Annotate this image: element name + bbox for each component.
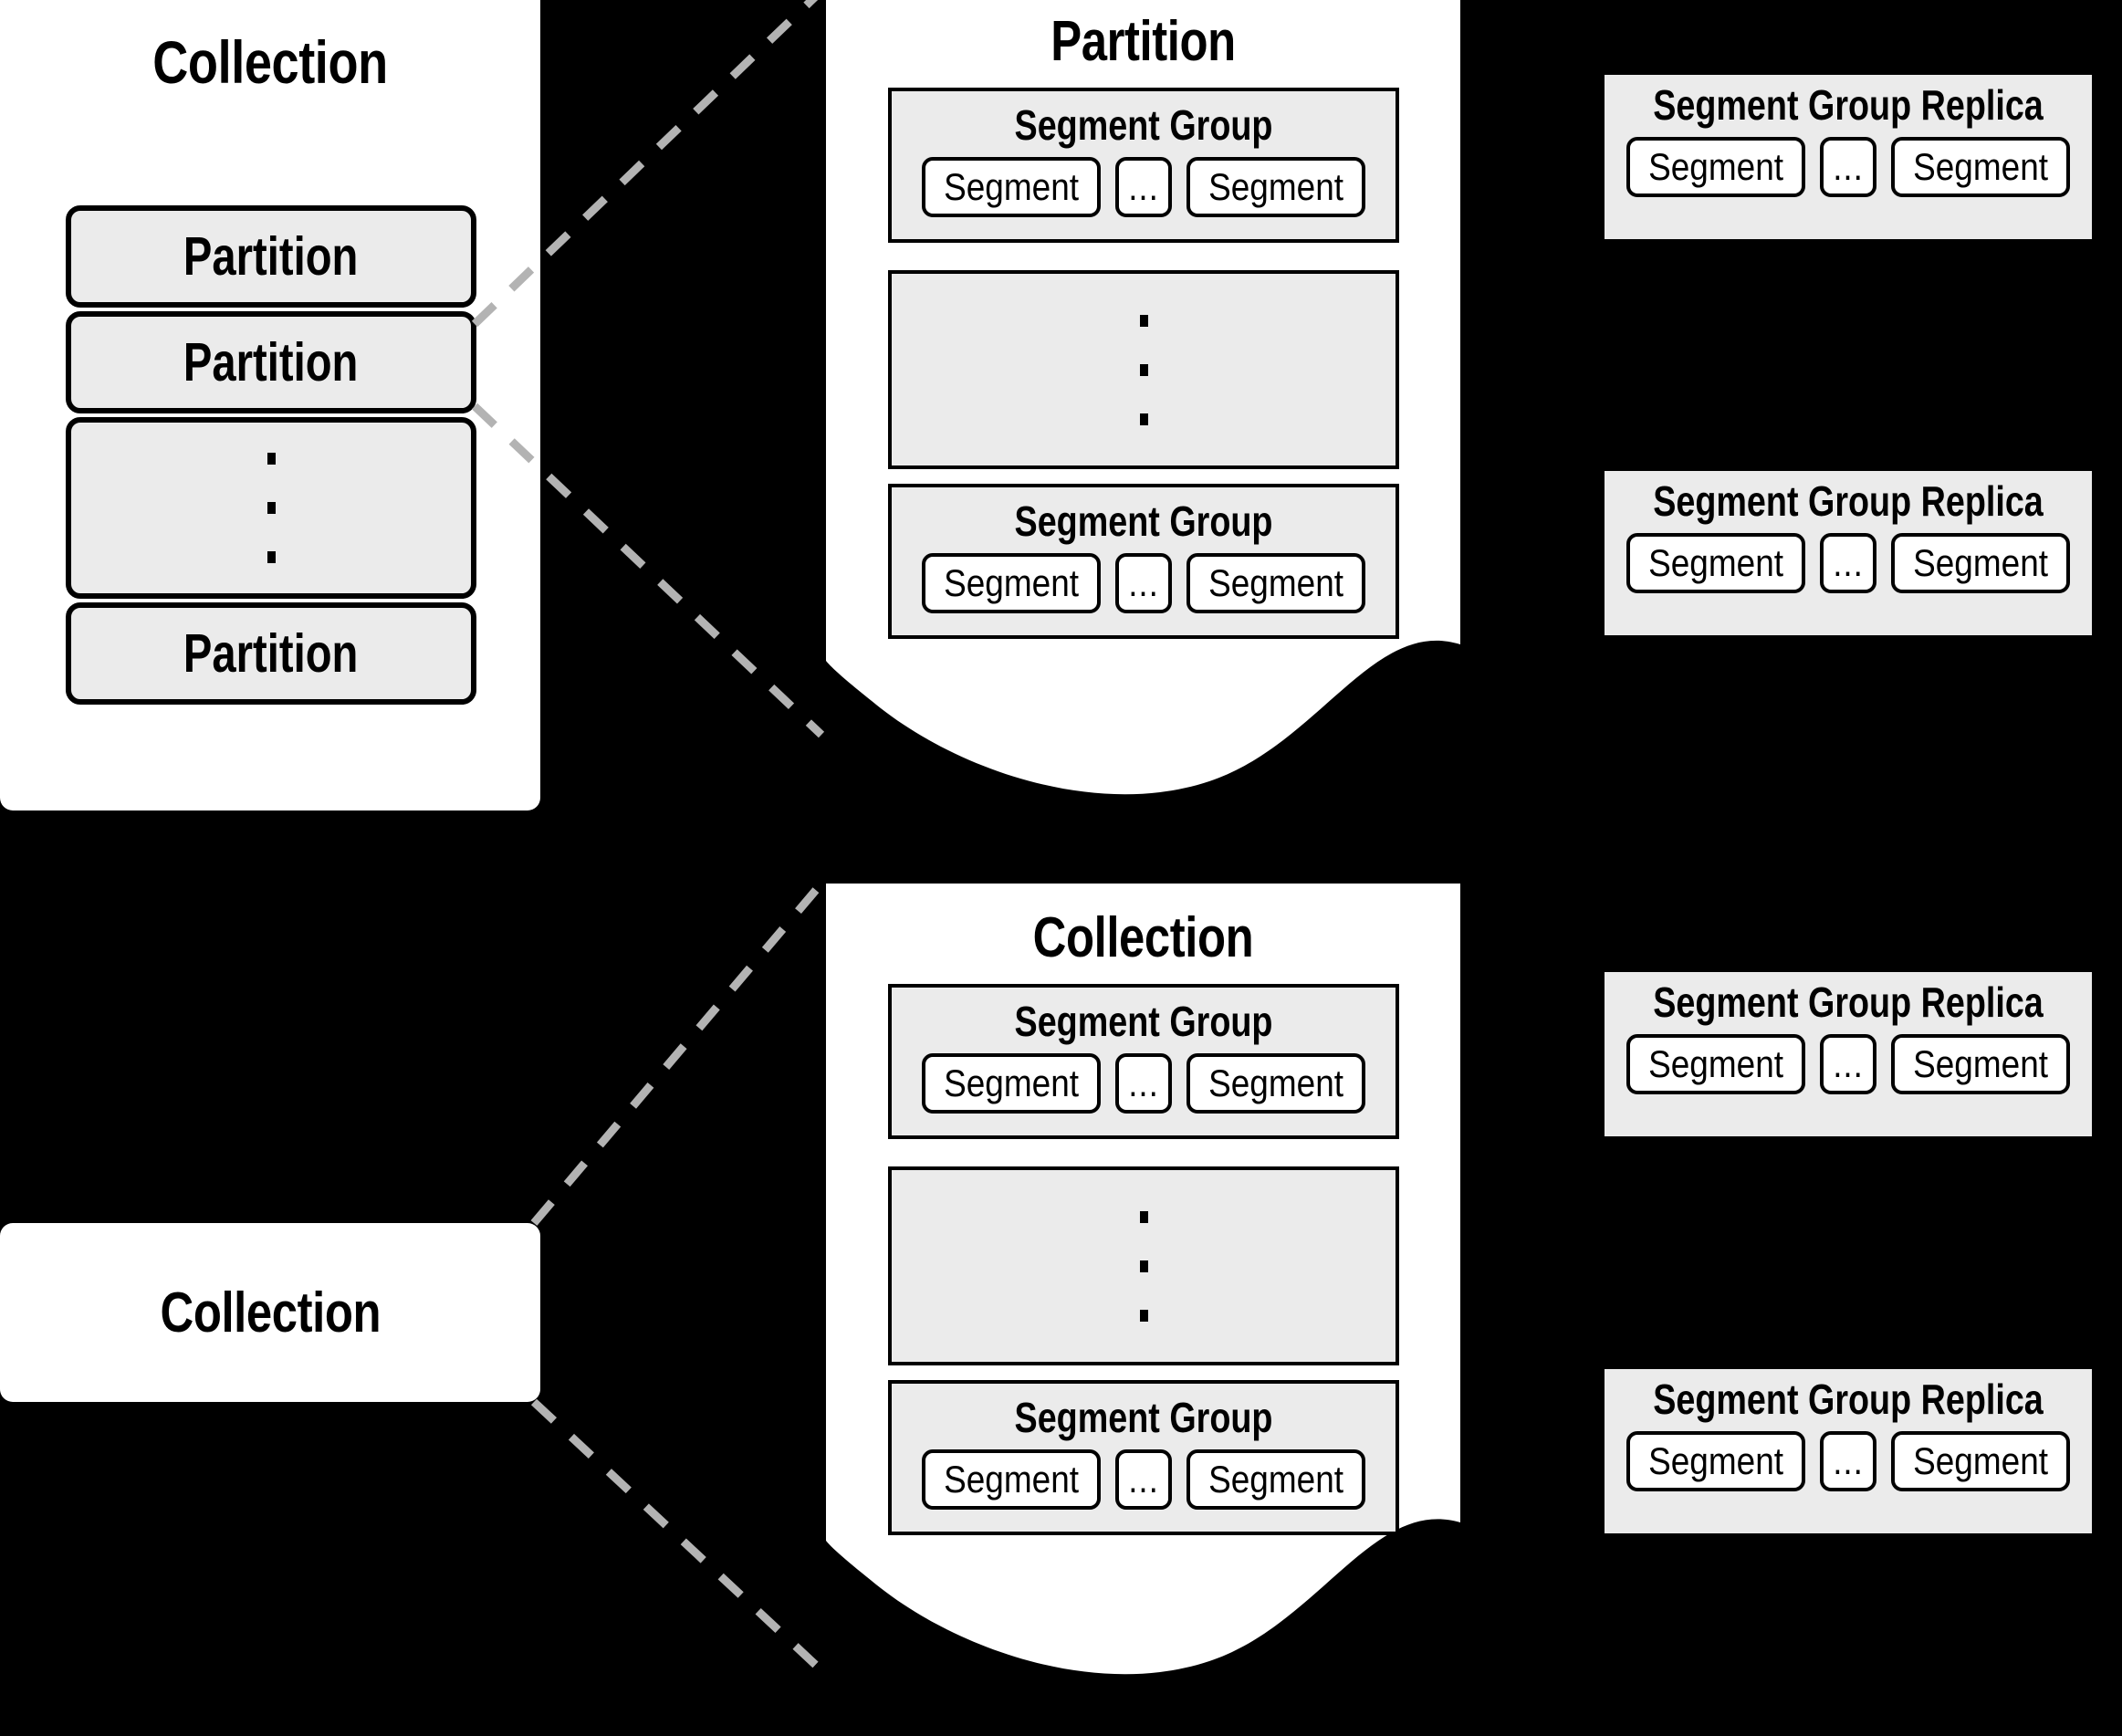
ellipsis-vertical-icon xyxy=(892,1170,1396,1362)
partition-box-3[interactable]: Partition xyxy=(66,602,476,705)
segment-group-title: Segment Group xyxy=(1014,998,1273,1045)
segment-chip[interactable]: Segment xyxy=(1891,1431,2070,1491)
segment-chip[interactable]: Segment xyxy=(1891,137,2070,197)
left-collection-title: Collection xyxy=(152,28,388,96)
segment-chip[interactable]: Segment xyxy=(922,157,1101,217)
segment-chip[interactable]: Segment xyxy=(1626,533,1805,593)
segment-ellipsis-chip: ... xyxy=(1820,533,1876,593)
segment-chip[interactable]: Segment xyxy=(922,553,1101,613)
segment-ellipsis-chip: ... xyxy=(1115,157,1172,217)
partition-label: Partition xyxy=(183,332,359,392)
segment-row: Segment ... Segment xyxy=(1605,137,2092,197)
segment-row: Segment ... Segment xyxy=(892,157,1396,217)
segment-group-title: Segment Group xyxy=(1014,497,1273,545)
bottom-collection-pill-title: Collection xyxy=(160,1281,381,1344)
segment-group-replica-title: Segment Group Replica xyxy=(1653,978,2044,1026)
collection-segment-group-replica-2[interactable]: Segment Group Replica Segment ... Segmen… xyxy=(1605,1369,2092,1533)
ellipsis-vertical-icon xyxy=(892,274,1396,465)
segment-group-replica-title: Segment Group Replica xyxy=(1653,81,2044,129)
segment-ellipsis-chip: ... xyxy=(1115,1053,1172,1114)
partition-box-2[interactable]: Partition xyxy=(66,311,476,413)
segment-chip[interactable]: Segment xyxy=(1626,137,1805,197)
segment-ellipsis-chip: ... xyxy=(1820,137,1876,197)
segment-ellipsis-chip: ... xyxy=(1820,1034,1876,1094)
partition-box-ellipsis xyxy=(66,417,476,599)
segment-group-replica-title: Segment Group Replica xyxy=(1653,1375,2044,1423)
collection-segment-group-replica-1[interactable]: Segment Group Replica Segment ... Segmen… xyxy=(1605,972,2092,1136)
segment-group-title: Segment Group xyxy=(1014,101,1273,149)
segment-chip[interactable]: Segment xyxy=(922,1449,1101,1510)
segment-group-ellipsis-box xyxy=(888,270,1399,469)
partition-label: Partition xyxy=(183,226,359,287)
segment-row: Segment ... Segment xyxy=(1605,533,2092,593)
connector-collection-bottom xyxy=(530,1398,825,1674)
partition-label: Partition xyxy=(183,623,359,684)
collection-segment-group-2[interactable]: Segment Group Segment ... Segment xyxy=(888,1380,1399,1535)
segment-row: Segment ... Segment xyxy=(892,553,1396,613)
bottom-collection-pill[interactable]: Collection xyxy=(0,1223,540,1402)
segment-chip[interactable]: Segment xyxy=(1891,533,2070,593)
segment-group-1[interactable]: Segment Group Segment ... Segment xyxy=(888,88,1399,243)
segment-chip[interactable]: Segment xyxy=(1186,157,1365,217)
segment-chip[interactable]: Segment xyxy=(1186,1449,1365,1510)
segment-chip[interactable]: Segment xyxy=(1626,1034,1805,1094)
segment-group-replica-title: Segment Group Replica xyxy=(1653,477,2044,525)
ellipsis-vertical-icon xyxy=(71,423,471,593)
collection-segment-group-ellipsis-box xyxy=(888,1166,1399,1365)
segment-chip[interactable]: Segment xyxy=(1626,1431,1805,1491)
segment-chip[interactable]: Segment xyxy=(1891,1034,2070,1094)
segment-group-2[interactable]: Segment Group Segment ... Segment xyxy=(888,484,1399,639)
segment-chip[interactable]: Segment xyxy=(922,1053,1101,1114)
segment-row: Segment ... Segment xyxy=(1605,1431,2092,1491)
connector-collection-top xyxy=(530,881,825,1226)
collection-segment-group-1[interactable]: Segment Group Segment ... Segment xyxy=(888,984,1399,1139)
segment-ellipsis-chip: ... xyxy=(1115,1449,1172,1510)
segment-group-replica-2[interactable]: Segment Group Replica Segment ... Segmen… xyxy=(1605,471,2092,635)
segment-chip[interactable]: Segment xyxy=(1186,1053,1365,1114)
segment-chip[interactable]: Segment xyxy=(1186,553,1365,613)
partition-panel-title: Partition xyxy=(1051,10,1236,73)
collection-panel-title: Collection xyxy=(1032,906,1254,969)
segment-row: Segment ... Segment xyxy=(892,1053,1396,1114)
segment-ellipsis-chip: ... xyxy=(1820,1431,1876,1491)
partition-box-1[interactable]: Partition xyxy=(66,205,476,308)
segment-row: Segment ... Segment xyxy=(1605,1034,2092,1094)
segment-group-replica-1[interactable]: Segment Group Replica Segment ... Segmen… xyxy=(1605,75,2092,239)
segment-row: Segment ... Segment xyxy=(892,1449,1396,1510)
segment-ellipsis-chip: ... xyxy=(1115,553,1172,613)
segment-group-title: Segment Group xyxy=(1014,1394,1273,1441)
